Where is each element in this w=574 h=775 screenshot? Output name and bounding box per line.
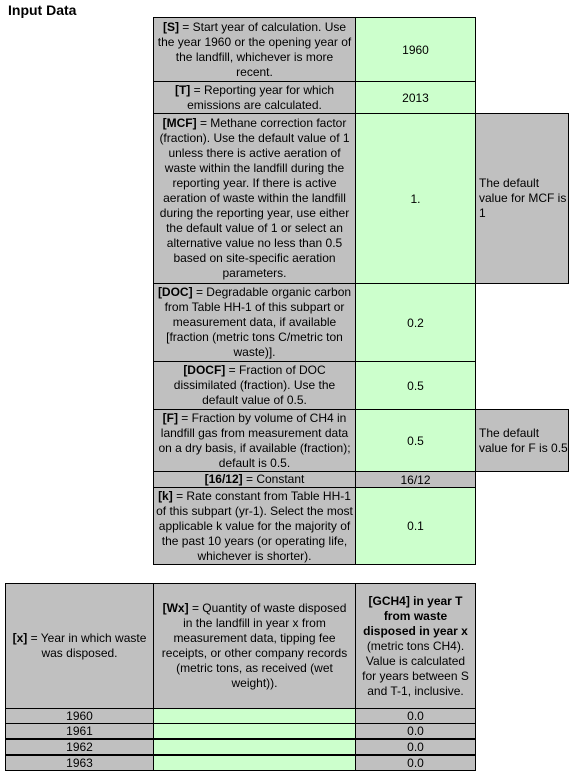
table-row-year: 1962 [5,739,154,755]
f-input[interactable]: 0.5 [355,409,476,472]
param-desc: = Start year of calculation. Use the yea… [157,19,352,79]
param-k-label: [k] = Rate constant from Table HH-1 of t… [153,487,356,565]
constant-value: 16/12 [355,471,476,488]
param-desc: = Fraction by volume of CH4 in landfill … [158,410,351,470]
year-column-header: [x] = Year in which waste was disposed. [5,583,154,709]
param-desc: = Methane correction factor (fraction). … [159,116,350,280]
param-doc-label: [DOC] = Degradable organic carbon from T… [153,283,356,362]
f-default-note: The default value for F is 0.5 [475,409,569,472]
docf-input[interactable]: 0.5 [355,361,476,410]
param-desc: = Fraction of DOC dissimilated (fraction… [173,363,336,407]
table-row-gch4: 0.0 [355,723,476,739]
table-row-waste-input[interactable] [153,708,356,724]
waste-column-header: [Wx] = Quantity of waste disposed in the… [153,583,356,709]
param-desc: = Constant [242,472,305,486]
header-key: [x] [12,631,28,645]
mcf-default-note: The default value for MCF is 1 [475,113,569,284]
param-desc: = Rate constant from Table HH-1 of this … [156,488,353,563]
k-input[interactable]: 0.1 [355,487,476,565]
header-desc: (metric tons CH4). [366,638,465,653]
param-key: [DOCF] [183,363,226,377]
param-key: [16/12] [204,472,243,486]
param-f-label: [F] = Fraction by volume of CH4 in landf… [153,409,356,472]
param-key: [MCF] [162,116,197,130]
table-row-waste-input[interactable] [153,739,356,755]
table-row-gch4: 0.0 [355,708,476,724]
doc-input[interactable]: 0.2 [355,283,476,362]
param-mcf-label: [MCF] = Methane correction factor (fract… [153,113,356,284]
gch4-column-header: [GCH4] in year T from waste disposed in … [355,583,476,709]
table-row-waste-input[interactable] [153,755,356,771]
param-key: [k] [158,488,173,503]
start-year-input[interactable]: 1960 [355,17,476,82]
param-desc: = Degradable organic carbon from Table H… [164,285,352,359]
header-desc: = Year in which waste was disposed. [27,631,147,660]
header-key: [Wx] [162,601,189,615]
param-docf-label: [DOCF] = Fraction of DOC dissimilated (f… [153,361,356,410]
param-start-year-label: [S] = Start year of calculation. Use the… [153,17,356,82]
param-key: [F] [162,410,178,425]
table-row-gch4: 0.0 [355,755,476,771]
table-row-year: 1960 [5,708,154,724]
table-row-gch4: 0.0 [355,739,476,755]
mcf-input[interactable]: 1. [355,113,476,284]
header-desc: = Quantity of waste disposed in the land… [161,601,348,690]
param-key: [DOC] [157,285,193,299]
reporting-year-input[interactable]: 2013 [355,81,476,114]
table-row-year: 1961 [5,723,154,739]
param-key: [T] [174,82,191,97]
sheet-title: Input Data [8,2,77,18]
table-row-waste-input[interactable] [153,723,356,739]
param-desc: = Reporting year for which emissions are… [187,82,335,112]
param-key: [S] [162,19,179,34]
param-reporting-year-label: [T] = Reporting year for which emissions… [153,81,356,114]
param-constant-label: [16/12] = Constant [153,471,356,488]
header-note: Value is calculated for years between S … [362,653,469,698]
header-key: [GCH4] in year T from waste disposed in … [363,593,468,638]
table-row-year: 1963 [5,755,154,771]
